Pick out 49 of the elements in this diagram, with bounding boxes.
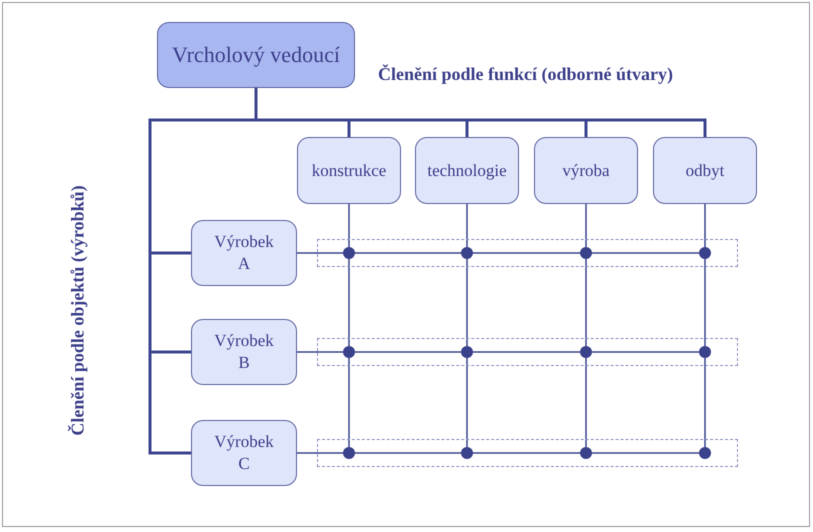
connector-line [297, 351, 343, 353]
connector-line [473, 452, 580, 454]
connector-line [704, 204, 706, 247]
connector-line [592, 452, 699, 454]
junction-dot [580, 446, 592, 458]
dashed-frame [317, 338, 738, 366]
connector-line [355, 351, 461, 353]
connector-line [466, 358, 468, 447]
connector-line [348, 358, 350, 447]
connector-line [592, 252, 699, 254]
connector-line [592, 351, 699, 353]
junction-dot [460, 446, 472, 458]
connector-line [585, 204, 587, 247]
dashed-frame [317, 239, 738, 267]
connector-line [704, 358, 706, 447]
connector-line [297, 452, 343, 454]
axis-heading: Členění podle objektů (výrobků) [68, 184, 89, 436]
junction-dot [342, 246, 354, 258]
connector-line [585, 358, 587, 447]
junction-dot [698, 246, 710, 258]
junction-dot [460, 346, 472, 358]
unit-box: Vrcholový vedoucí [157, 22, 355, 88]
connector-line [348, 204, 350, 247]
unit-box: odbyt [653, 137, 757, 204]
axis-heading: Členění podle funkcí (odborné útvary) [378, 64, 674, 85]
junction-dot [580, 346, 592, 358]
unit-box: Výrobek B [191, 319, 297, 385]
unit-box: konstrukce [297, 137, 401, 204]
junction-dot [580, 246, 592, 258]
connector-line [466, 259, 468, 346]
dashed-frame [317, 439, 738, 467]
connector-line [466, 204, 468, 247]
junction-dot [342, 346, 354, 358]
connector-line [473, 351, 580, 353]
junction-dot [460, 246, 472, 258]
junction-dot [698, 346, 710, 358]
unit-box: technologie [415, 137, 519, 204]
connector-line [585, 259, 587, 346]
connector-line [297, 252, 343, 254]
unit-box: výroba [534, 137, 638, 204]
unit-box: Výrobek A [191, 220, 297, 286]
connector-line [355, 452, 461, 454]
connector-line [355, 252, 461, 254]
junction-dot [342, 446, 354, 458]
connector-line [348, 259, 350, 346]
connector-line [473, 252, 580, 254]
connector-line [704, 259, 706, 346]
unit-box: Výrobek C [191, 420, 297, 486]
junction-dot [698, 446, 710, 458]
